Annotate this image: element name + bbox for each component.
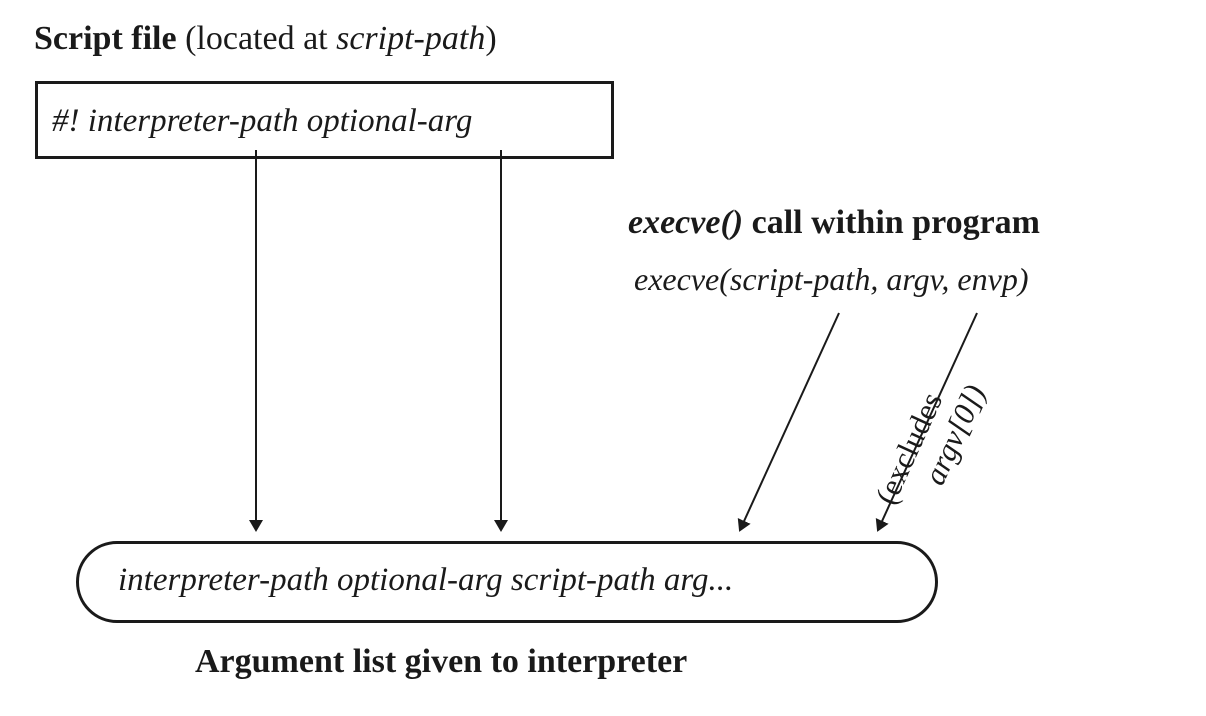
arrow-argv [875,312,978,532]
script-file-box [35,81,614,159]
argument-list-content: interpreter-path optional-arg script-pat… [118,562,734,598]
execve-call-signature: execve(script-path, argv, envp) [634,261,1029,297]
script-file-title-bold: Script file [34,20,177,57]
argument-list-box [76,541,938,623]
argument-list-title: Argument list given to interpreter [195,643,688,680]
script-file-title-paren-close: ) [485,20,497,57]
script-file-title-italic: script-path [336,20,486,57]
execve-title-function: execve() [628,204,744,241]
arrow-script-path [737,312,840,532]
execve-title-rest: call within program [743,204,1040,241]
shebang-line: #! interpreter-path optional-arg [52,103,473,139]
execve-title: execve() call within program [628,204,1040,242]
script-file-title: Script file (located at script-path) [34,20,497,58]
script-file-title-paren-open: (located at [176,20,337,57]
